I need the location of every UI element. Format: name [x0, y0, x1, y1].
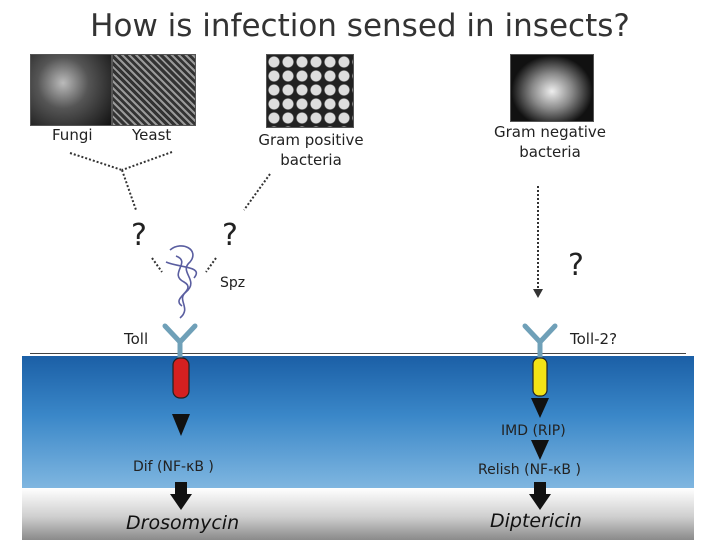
dif-label: Dif (NF-κB ) [133, 459, 214, 475]
toll-receptor [162, 323, 198, 399]
relish-to-diptericin-arrow [529, 482, 551, 510]
toll2-receptor [522, 323, 558, 397]
toll-label: Toll [124, 330, 149, 348]
spz-dotted-left [151, 257, 163, 273]
gram-positive-label: Gram positive bacteria [258, 131, 364, 169]
unknown-receptor-gram-negative: ? [568, 248, 584, 283]
merge-dotted-line [121, 169, 137, 211]
fungi-dotted-line [69, 152, 123, 171]
gram-negative-micrograph [510, 54, 594, 122]
diptericin-label: Diptericin [490, 510, 582, 532]
dif-to-drosomycin-arrow [170, 482, 192, 510]
toll2-label: Toll-2? [570, 330, 618, 348]
yeast-micrograph [112, 54, 196, 126]
relish-signal-arrowhead [531, 440, 549, 460]
page-title: How is infection sensed in insects? [90, 8, 630, 44]
fungi-micrograph [30, 54, 112, 126]
toll-signal-arrowhead [172, 414, 190, 436]
fungi-label: Fungi [52, 126, 93, 144]
unknown-receptor-right: ? [222, 218, 238, 253]
unknown-receptor-left: ? [131, 218, 147, 253]
gram-positive-micrograph [266, 54, 354, 128]
yeast-dotted-line [121, 151, 173, 171]
spz-label: Spz [220, 275, 246, 291]
gram-negative-label: Gram negative bacteria [494, 123, 606, 161]
relish-label: Relish (NF-κB ) [478, 462, 581, 478]
spz-protein-icon [165, 245, 198, 319]
imd-label: IMD (RIP) [501, 423, 566, 439]
nucleus-region [22, 488, 694, 540]
membrane-line-top [30, 353, 686, 354]
drosomycin-label: Drosomycin [126, 512, 240, 534]
cytoplasm-region [22, 356, 694, 488]
imd-signal-arrowhead [531, 398, 549, 418]
spz-dotted-right [205, 257, 217, 273]
gram-negative-arrowhead [533, 289, 543, 298]
gram-positive-dotted-line [243, 173, 271, 211]
yeast-label: Yeast [132, 126, 172, 144]
